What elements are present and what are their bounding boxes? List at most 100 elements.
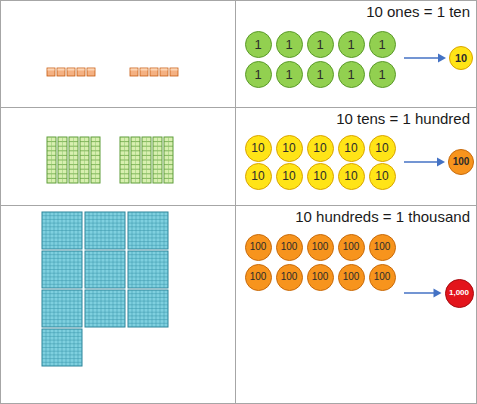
disk-value: 100 (374, 272, 391, 282)
rod-segment (135, 137, 136, 183)
place-value-disk: 100 (307, 234, 334, 261)
flat-grid (42, 276, 82, 277)
place-value-disk: 10 (276, 135, 303, 162)
arrow-head (437, 158, 445, 167)
unit-cube (47, 68, 55, 76)
place-value-disk: 100 (245, 264, 272, 291)
disk-value: 1 (316, 38, 323, 51)
cube-face (150, 68, 158, 76)
flat-body (128, 251, 168, 288)
hundred-flat (128, 290, 168, 327)
disk-value: 1 (316, 68, 323, 81)
disk-value: 1 (285, 38, 292, 51)
flat-grid (70, 212, 71, 249)
flat-grid (128, 312, 168, 313)
place-value-disk: 10 (307, 135, 334, 162)
flat-grid (128, 230, 168, 231)
cube-top (58, 69, 65, 71)
rod-body (120, 137, 129, 183)
rod-body (164, 137, 173, 183)
flat-grid (121, 212, 122, 249)
base-ten-blocks (42, 68, 178, 366)
flat-grid (42, 308, 82, 309)
flat-grid (85, 319, 125, 320)
place-value-disk: 10 (245, 163, 272, 190)
flat-grid (152, 212, 153, 249)
arrow-shaft (404, 57, 440, 59)
place-value-disk: 10 (245, 135, 272, 162)
disk-value: 100 (250, 272, 267, 282)
hundred-flat (42, 329, 82, 366)
ten-rod (58, 137, 67, 183)
flat-grid (152, 251, 153, 288)
place-value-disk: 1 (245, 31, 272, 58)
cube-face (57, 68, 65, 76)
flat-grid (66, 251, 67, 288)
cube-face (87, 68, 95, 76)
flat-grid (42, 354, 82, 355)
flat-grid (70, 329, 71, 366)
flat-grid (85, 315, 125, 316)
flat-grid (109, 251, 110, 288)
rod-segment (168, 137, 169, 183)
cube-face (130, 68, 138, 76)
ten-rod (69, 137, 78, 183)
ten-rod (131, 137, 140, 183)
flat-grid (74, 212, 75, 249)
flat-grid (128, 234, 168, 235)
flat-grid (85, 273, 125, 274)
place-value-disk: 1 (369, 31, 396, 58)
rod-body (142, 137, 151, 183)
table-cell: 10 tens = 1 hundred101010101010101010101… (236, 108, 476, 205)
flat-grid (164, 290, 165, 327)
flat-grid (78, 329, 79, 366)
flat-grid (78, 212, 79, 249)
ten-rod (142, 137, 151, 183)
rod-body (69, 137, 78, 183)
cube-top (88, 69, 95, 71)
disk-value: 100 (281, 242, 298, 252)
flat-grid (109, 290, 110, 327)
hundred-flat (85, 212, 125, 249)
flat-grid (128, 241, 168, 242)
flat-grid (109, 212, 110, 249)
arrow-head (434, 289, 442, 298)
ten-rod (47, 137, 56, 183)
flat-grid (42, 280, 82, 281)
result-disk: 1,000 (445, 279, 474, 308)
flat-grid (42, 358, 82, 359)
table-column-line (235, 0, 236, 404)
unit-cube (87, 68, 95, 76)
rod-body (80, 137, 89, 183)
ten-rod (153, 137, 162, 183)
flat-grid (85, 237, 125, 238)
flat-grid (42, 230, 82, 231)
disk-value: 100 (453, 157, 470, 167)
hundred-flat (42, 251, 82, 288)
place-value-disk: 1 (307, 31, 334, 58)
disk-value: 100 (250, 242, 267, 252)
cube-top (141, 69, 148, 71)
disk-value: 1 (254, 38, 261, 51)
flat-grid (66, 212, 67, 249)
cube-face (67, 68, 75, 76)
cube-face (170, 68, 178, 76)
disk-value: 100 (281, 272, 298, 282)
arrow-shaft (404, 292, 436, 294)
flat-grid (117, 251, 118, 288)
rod-segment (73, 137, 74, 183)
disk-value: 10 (344, 170, 357, 182)
flat-grid (42, 245, 82, 246)
flat-grid (78, 251, 79, 288)
unit-cube (130, 68, 138, 76)
flat-grid (164, 251, 165, 288)
disk-value: 10 (251, 170, 264, 182)
flat-grid (128, 273, 168, 274)
flat-body (128, 212, 168, 249)
flat-body (42, 251, 82, 288)
disk-value: 1 (378, 38, 385, 51)
unit-cube (160, 68, 168, 76)
unit-cube (140, 68, 148, 76)
flat-grid (121, 290, 122, 327)
